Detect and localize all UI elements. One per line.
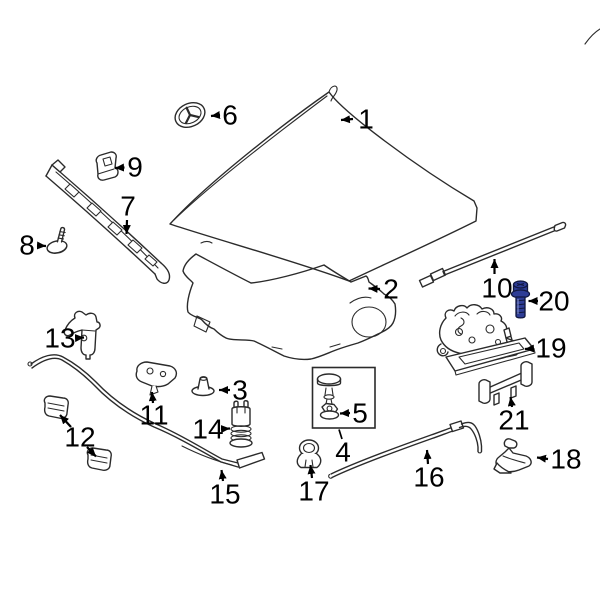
callout-13: 13 <box>44 323 85 354</box>
callout-13-label: 13 <box>44 323 75 354</box>
cable-grommet <box>296 439 322 469</box>
callout-6: 6 <box>210 100 238 131</box>
callout-6-arrow <box>210 111 221 119</box>
callout-2-label: 2 <box>383 274 399 305</box>
grommet <box>191 376 215 397</box>
cable-clip-plate <box>135 361 178 396</box>
front-reinforcement-strip <box>45 159 171 284</box>
callout-11-label: 11 <box>139 400 168 431</box>
hood-panel <box>169 28 600 282</box>
callout-2: 2 <box>368 274 399 305</box>
callout-12-label: 12 <box>64 422 95 453</box>
callout-19: 19 <box>524 333 567 364</box>
latch-spring-pin <box>229 400 253 448</box>
callout-7-arrow <box>122 219 131 235</box>
callout-15: 15 <box>209 469 241 510</box>
rear-release-cable <box>328 420 483 479</box>
bumper-and-nut <box>316 373 342 420</box>
callout-20-label: 20 <box>538 286 569 317</box>
callout-4-label: 4 <box>335 437 351 468</box>
callout-11: 11 <box>139 391 169 431</box>
callout-11-arrow <box>148 391 157 404</box>
callout-14-arrow <box>220 425 231 433</box>
callout-9: 9 <box>114 152 143 183</box>
callout-16: 16 <box>413 449 445 493</box>
callout-3-label: 3 <box>232 375 248 406</box>
callout-16-arrow <box>423 449 432 465</box>
callout-17-label: 17 <box>298 476 329 507</box>
callout-9-label: 9 <box>127 152 143 183</box>
safety-catch <box>493 438 532 474</box>
callout-5-arrow <box>339 409 351 418</box>
latch-support-bracket <box>478 361 533 406</box>
callout-7-label: 7 <box>120 191 136 222</box>
callout-1-label: 1 <box>358 104 374 135</box>
callout-3: 3 <box>219 375 248 406</box>
callout-19-label: 19 <box>535 333 566 364</box>
callout-5-label: 5 <box>352 398 368 429</box>
callout-9-arrow <box>114 163 125 172</box>
emblem <box>174 101 206 129</box>
callout-13-arrow <box>74 334 85 343</box>
callout-4-leader <box>338 429 343 440</box>
callout-14-label: 14 <box>192 414 223 445</box>
callout-18-arrow <box>536 454 549 463</box>
callout-5: 5 <box>339 398 368 429</box>
callout-10-label: 10 <box>481 273 512 304</box>
front-release-cable <box>27 354 266 469</box>
callout-12: 12 <box>59 414 97 458</box>
callout-1-arrow <box>340 115 354 124</box>
callout-15-arrow <box>218 469 227 482</box>
callout-1: 1 <box>340 104 374 135</box>
callout-21-arrow <box>507 396 516 408</box>
callouts: 1 2 3 4 5 6 7 8 <box>19 100 581 510</box>
latch-bolt-highlighted <box>510 280 531 319</box>
callout-7: 7 <box>120 191 136 235</box>
callout-18-label: 18 <box>550 444 581 475</box>
callout-21: 21 <box>498 396 530 436</box>
callout-2-arrow <box>368 284 381 293</box>
cable-bracket-clips <box>43 395 112 471</box>
push-pin-bolt <box>46 226 68 254</box>
hood-insulation-pad <box>182 253 397 361</box>
hood-prop-rod <box>418 221 567 288</box>
callout-17: 17 <box>298 464 330 507</box>
callout-18: 18 <box>536 444 582 475</box>
callout-6-label: 6 <box>222 100 238 131</box>
callout-12-arrow-lower <box>86 446 97 458</box>
callout-8-arrow <box>36 241 47 250</box>
hood-latch-assembly <box>436 304 536 376</box>
callout-8: 8 <box>19 230 47 261</box>
callout-12-arrow-upper <box>59 414 72 428</box>
callout-19-arrow <box>524 344 535 353</box>
callout-8-label: 8 <box>19 230 35 261</box>
clip <box>95 151 119 181</box>
callout-10: 10 <box>481 259 513 304</box>
callout-21-label: 21 <box>498 405 529 436</box>
callout-17-arrow <box>307 464 316 479</box>
callout-20: 20 <box>528 286 570 317</box>
callout-16-label: 16 <box>413 462 444 493</box>
callout-15-label: 15 <box>209 479 240 510</box>
callout-4: 4 <box>335 429 351 468</box>
callout-14: 14 <box>192 414 231 445</box>
bumper-kit-box <box>311 366 376 429</box>
